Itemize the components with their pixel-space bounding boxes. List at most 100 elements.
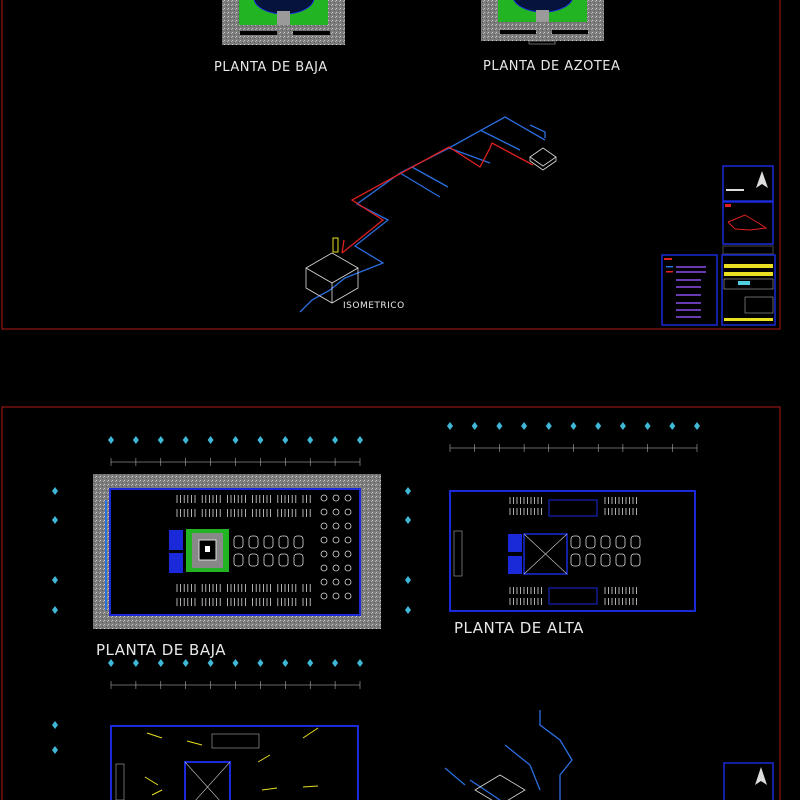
- axis-marker-icon: [332, 436, 339, 444]
- axis-marker-icon: [694, 422, 700, 430]
- table: [585, 553, 596, 567]
- table: [630, 535, 641, 549]
- chair: [332, 508, 340, 516]
- axis-marker-icon: [257, 436, 264, 444]
- axis-marker-icon: [307, 659, 314, 667]
- axis-marker-icon: [332, 659, 339, 667]
- table: [293, 535, 304, 549]
- table: [600, 553, 611, 567]
- chair: [332, 564, 340, 572]
- axis-marker-icon: [405, 516, 411, 524]
- table: [585, 535, 596, 549]
- axis-marker-icon: [52, 606, 58, 614]
- axis-marker-icon: [207, 659, 214, 667]
- isometric-piping: [299, 116, 557, 313]
- table: [600, 535, 611, 549]
- axis-marker-icon: [595, 422, 602, 430]
- axis-marker-icon: [405, 487, 411, 495]
- fixture-mark: [186, 740, 203, 746]
- axis-marker-icon: [207, 436, 214, 444]
- axis-marker-icon: [232, 436, 239, 444]
- table: [233, 535, 244, 549]
- table: [263, 553, 274, 567]
- axis-marker-icon: [52, 576, 58, 584]
- sheet-bottom: [1, 406, 781, 800]
- table: [630, 553, 641, 567]
- table: [570, 553, 581, 567]
- chair: [332, 550, 340, 558]
- fixture-mark: [302, 785, 319, 788]
- chair: [344, 494, 352, 502]
- table: [615, 535, 626, 549]
- axis-marker-icon: [521, 422, 528, 430]
- table: [233, 553, 244, 567]
- table: [615, 553, 626, 567]
- chair: [332, 536, 340, 544]
- fixture-mark: [261, 787, 278, 791]
- chair: [320, 592, 328, 600]
- axis-marker-icon: [447, 422, 453, 430]
- title-block: [661, 165, 776, 326]
- label-planta-alta: PLANTA DE ALTA: [454, 619, 584, 637]
- axis-marker-icon: [405, 576, 411, 584]
- plan-alta: [449, 490, 696, 612]
- chair: [344, 550, 352, 558]
- chair: [344, 508, 352, 516]
- axis-marker-icon: [307, 436, 314, 444]
- chair: [320, 522, 328, 530]
- table: [278, 553, 289, 567]
- axis-marker-icon: [182, 436, 189, 444]
- axis-marker-icon: [496, 422, 503, 430]
- axis-marker-icon: [669, 422, 676, 430]
- axis-marker-icon: [108, 436, 114, 444]
- chair: [320, 508, 328, 516]
- axis-marker-icon: [182, 659, 189, 667]
- sheet-border: [1, 406, 781, 800]
- axis-marker-icon: [157, 659, 164, 667]
- plan-baja-large: [93, 474, 381, 629]
- bench-rows: [509, 497, 641, 605]
- axis-marker-icon: [282, 436, 289, 444]
- dimension-lines: [52, 422, 700, 754]
- chair: [320, 550, 328, 558]
- axis-marker-icon: [52, 746, 58, 754]
- table: [293, 553, 304, 567]
- plan-lower: [110, 725, 359, 800]
- axis-marker-icon: [108, 659, 114, 667]
- chair: [320, 564, 328, 572]
- fixture-mark: [151, 789, 163, 796]
- fixture-mark: [146, 732, 163, 739]
- axis-marker-icon: [52, 721, 58, 729]
- axis-marker-icon: [282, 659, 289, 667]
- label-planta-azotea: PLANTA DE AZOTEA: [483, 59, 621, 74]
- axis-marker-icon: [405, 606, 411, 614]
- table: [248, 535, 259, 549]
- label-planta-baja-top: PLANTA DE BAJA: [214, 60, 328, 75]
- chair: [332, 592, 340, 600]
- north-arrow-icon: [755, 767, 767, 785]
- fixture-mark: [144, 776, 159, 786]
- chair: [344, 592, 352, 600]
- axis-marker-icon: [471, 422, 478, 430]
- table: [570, 535, 581, 549]
- north-arrow-icon: [756, 171, 768, 188]
- axis-marker-icon: [132, 659, 139, 667]
- axis-marker-icon: [570, 422, 577, 430]
- axis-marker-icon: [52, 487, 58, 495]
- axis-marker-icon: [232, 659, 239, 667]
- fixture-mark: [257, 754, 271, 763]
- isometric-lower: [444, 710, 573, 800]
- chair: [344, 578, 352, 586]
- table: [278, 535, 289, 549]
- chair: [332, 578, 340, 586]
- axis-marker-icon: [619, 422, 626, 430]
- chair: [320, 578, 328, 586]
- axis-marker-icon: [157, 436, 164, 444]
- chair: [332, 522, 340, 530]
- bench-rows: [176, 495, 311, 606]
- chair: [320, 536, 328, 544]
- plan-baja-small: [222, 0, 345, 45]
- label-isometrico: ISOMETRICO: [343, 301, 405, 311]
- fixture-mark: [302, 727, 319, 739]
